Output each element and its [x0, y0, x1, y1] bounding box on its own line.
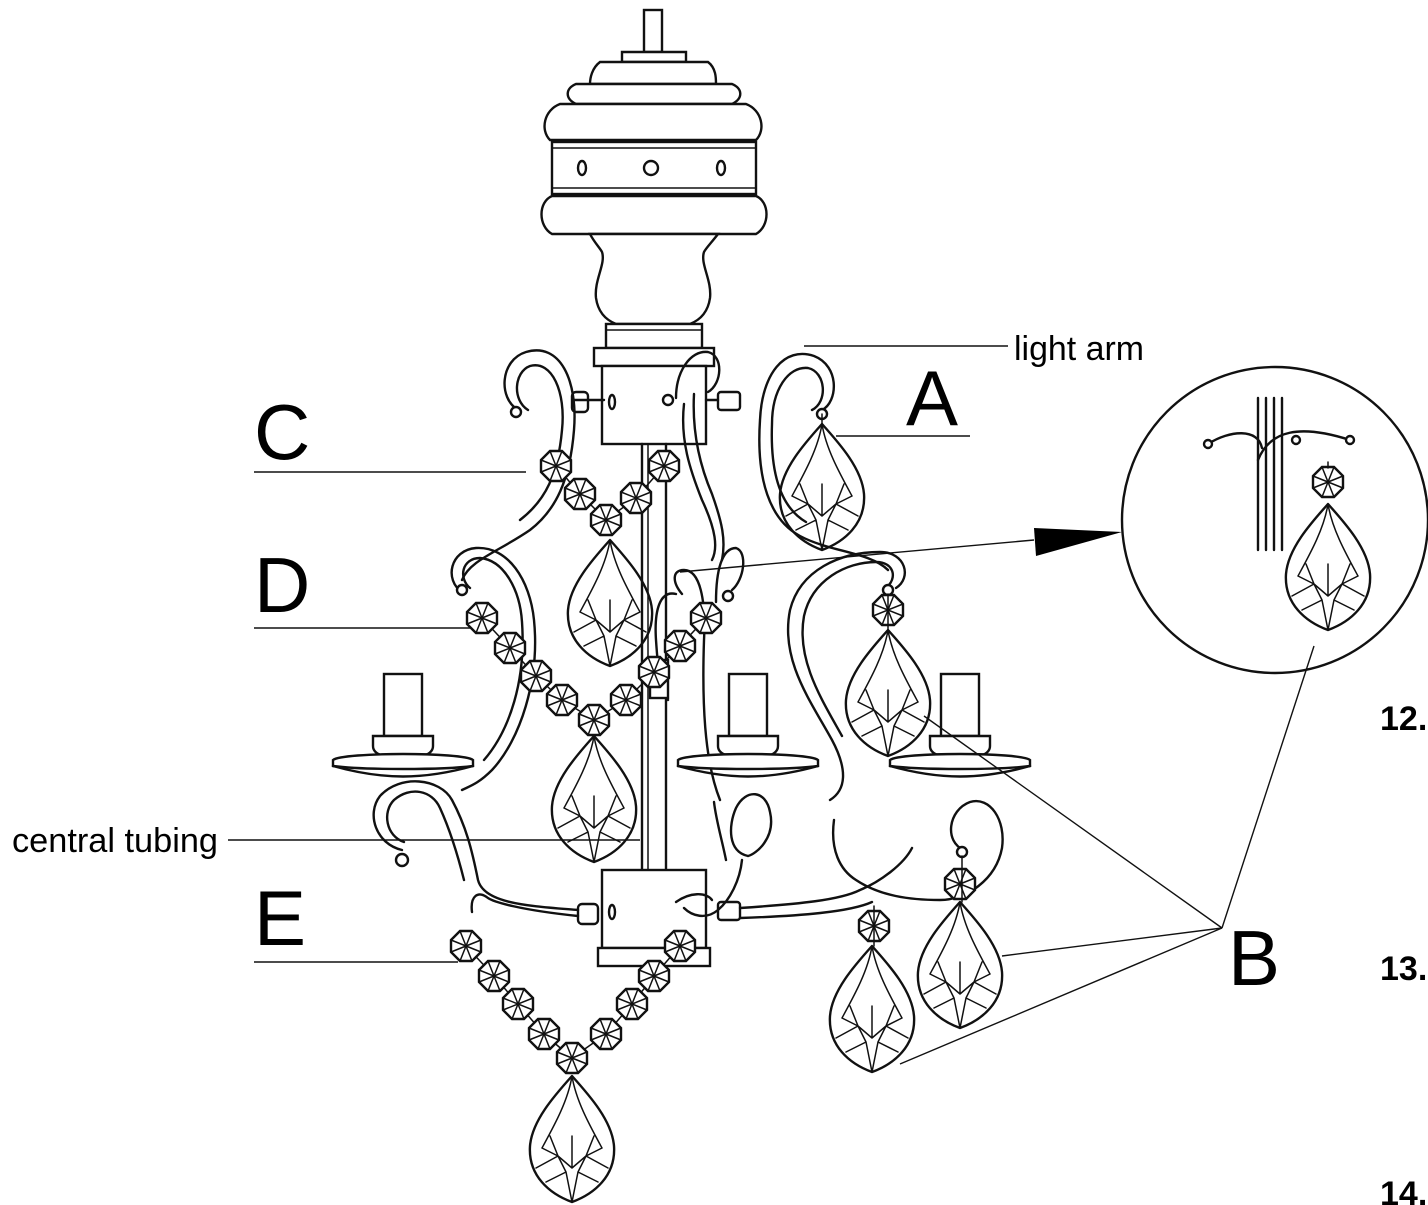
crystal-pendants — [528, 413, 1004, 1204]
label-c: C — [254, 388, 310, 476]
garland-upper — [539, 449, 681, 537]
central-tubing-label: central tubing — [12, 822, 218, 860]
light-arm-label: light arm — [1014, 330, 1144, 368]
candle-centre — [676, 672, 820, 778]
step-12: 12. — [1380, 700, 1427, 738]
leader-lines — [228, 345, 1315, 1065]
candle-left — [331, 672, 475, 778]
label-d: D — [254, 541, 310, 629]
label-b: B — [1228, 914, 1280, 1002]
detail-magnifier — [679, 365, 1428, 675]
garland-lower — [449, 929, 697, 1075]
canopy — [540, 8, 768, 350]
step-14: 14. — [1380, 1175, 1427, 1205]
label-a: A — [906, 354, 958, 442]
step-13: 13. — [1380, 950, 1427, 988]
upper-frame — [460, 349, 890, 582]
garland-middle — [465, 601, 723, 737]
pendant-beads — [857, 465, 1345, 943]
lower-arms — [372, 780, 1004, 920]
label-e: E — [254, 874, 306, 962]
